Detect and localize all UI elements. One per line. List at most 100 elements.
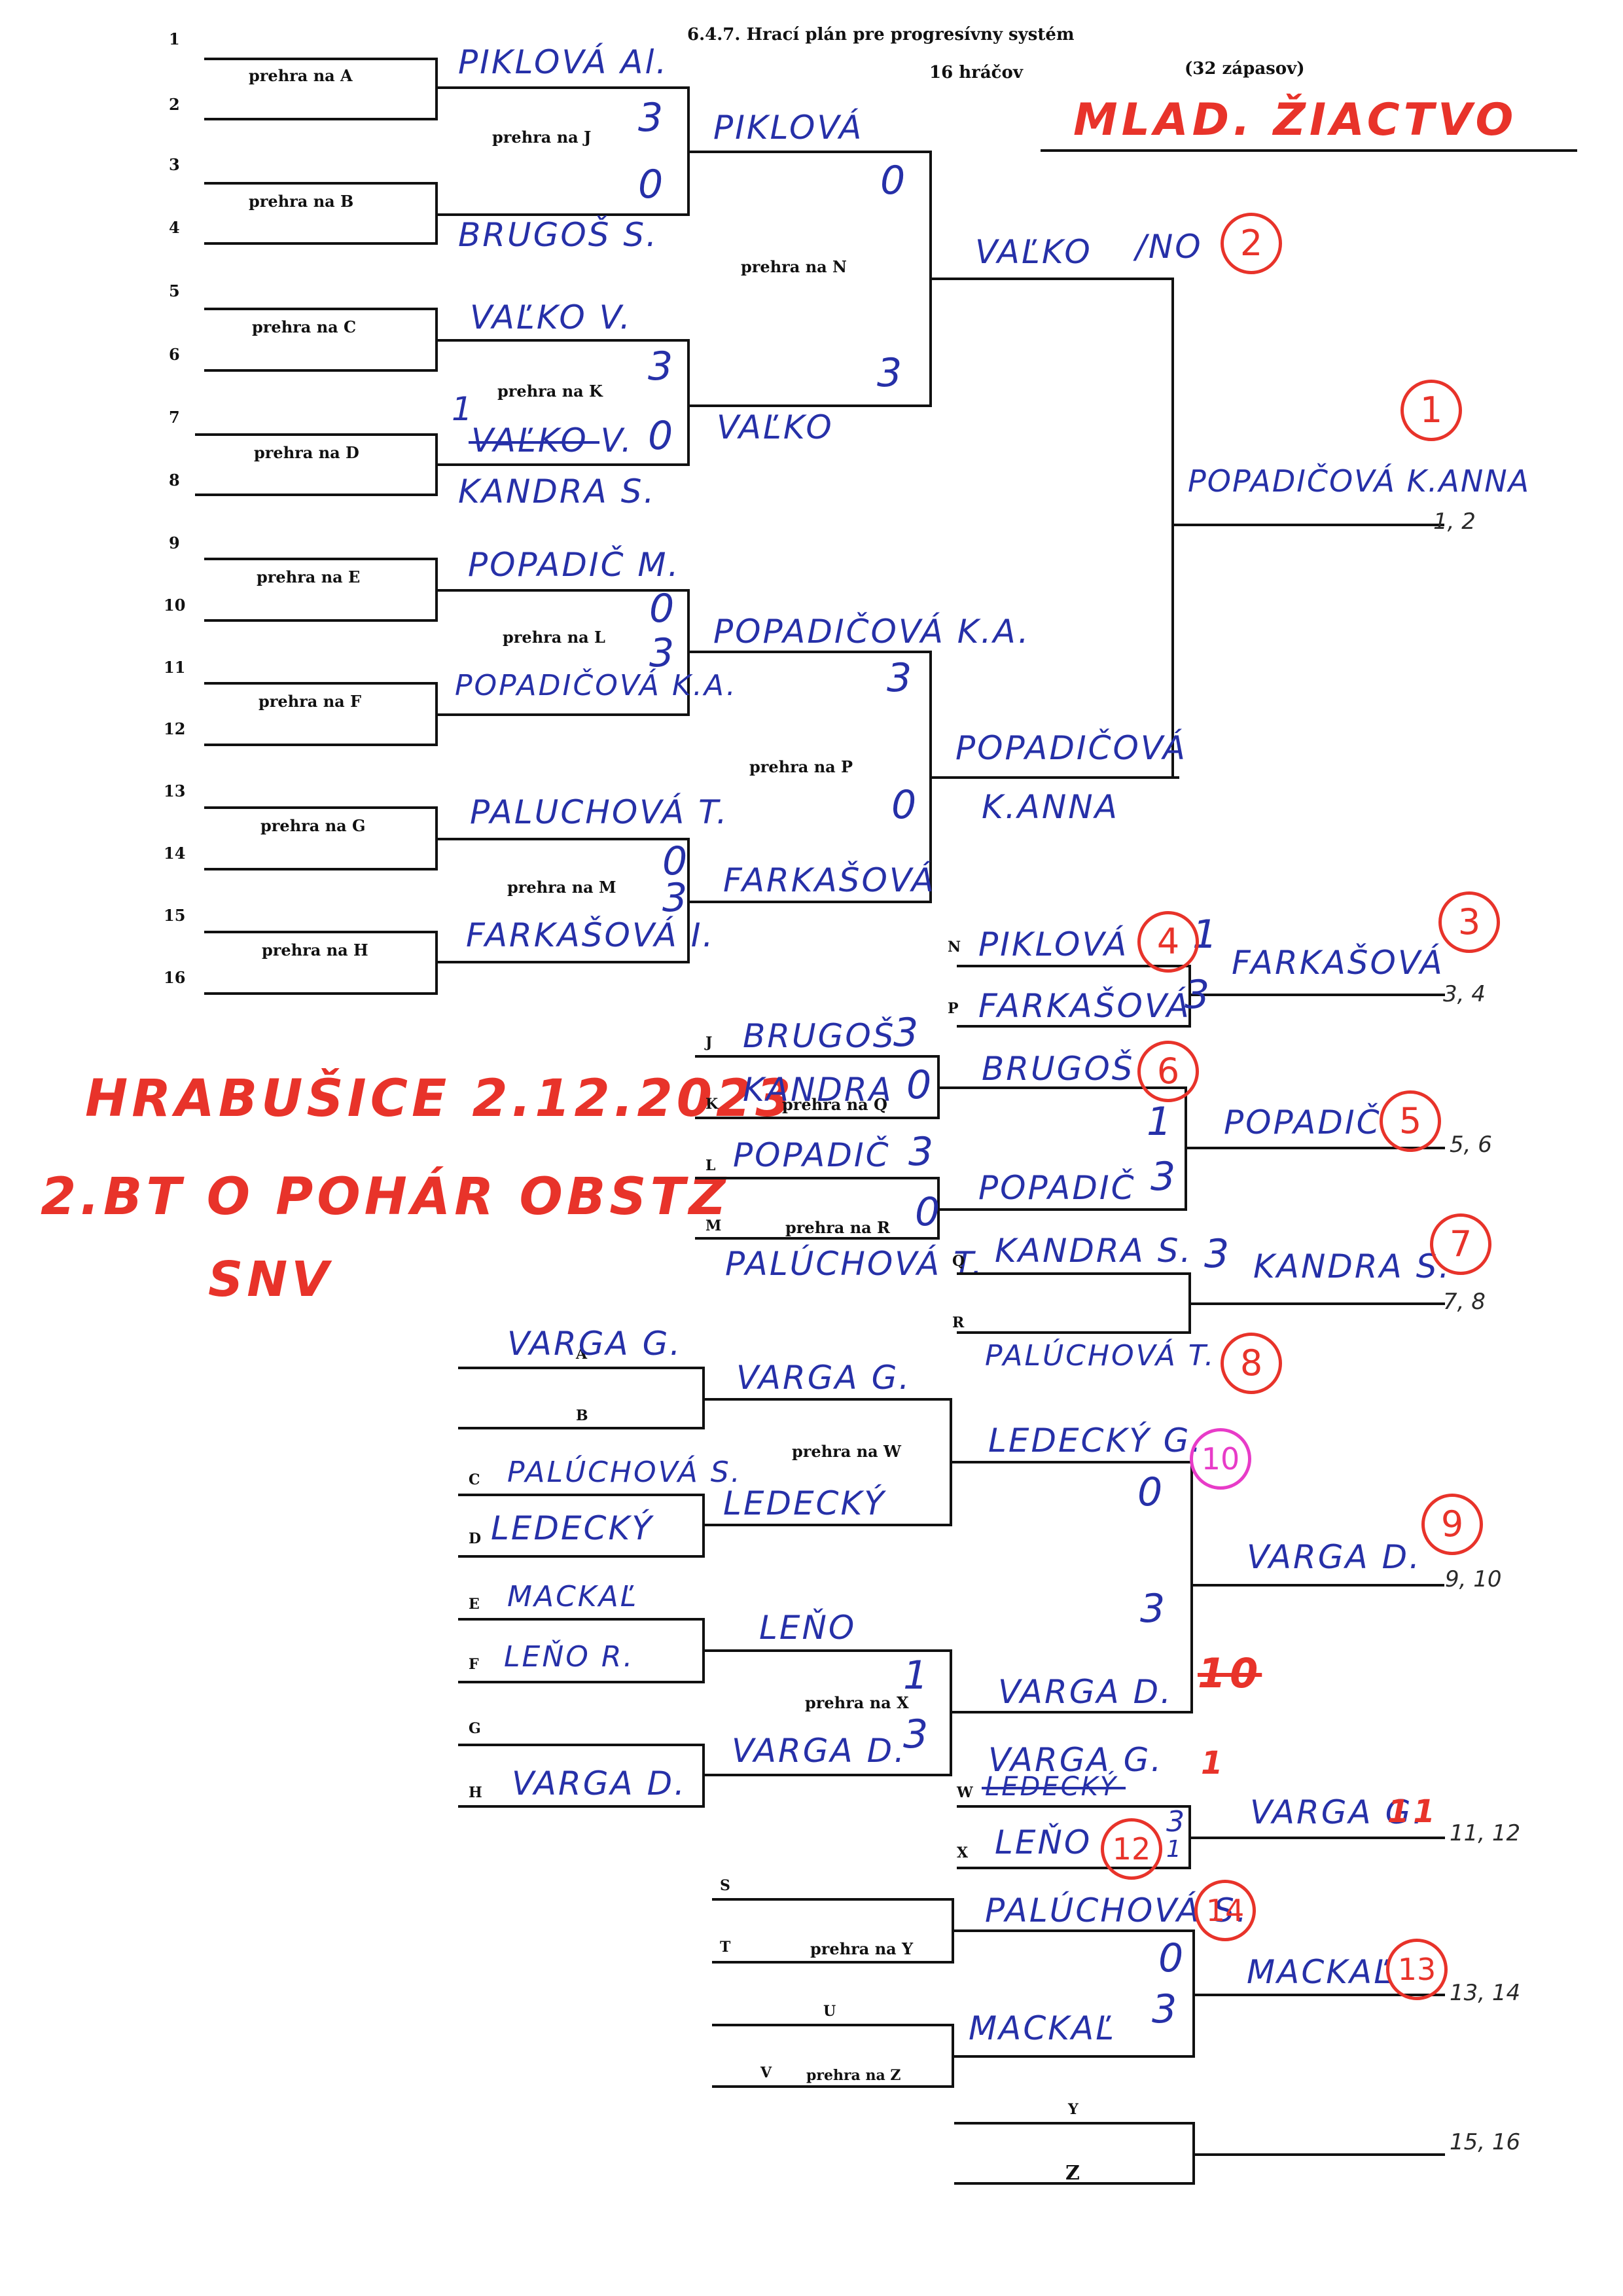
bracket-line xyxy=(704,1649,951,1652)
player-name: FARKAŠOVÁ xyxy=(723,861,936,899)
bracket-line xyxy=(951,1711,1192,1713)
score: 1 xyxy=(903,1653,931,1698)
round3-box: prehra na N xyxy=(741,257,847,276)
bracket-line xyxy=(1173,524,1444,526)
bracket-letter: Z xyxy=(1065,2162,1080,2185)
bracket-line xyxy=(704,1774,951,1776)
place-circle: 8 xyxy=(1221,1333,1282,1394)
bracket-line xyxy=(931,776,1179,779)
score: 3 xyxy=(893,1010,921,1056)
player-name: PIKLOVÁ xyxy=(978,925,1129,963)
player-name: BRUGOŠ xyxy=(982,1050,1135,1088)
score: 0 xyxy=(880,158,908,204)
slot-number: 6 xyxy=(169,345,180,364)
slot-number: 2 xyxy=(169,95,180,114)
losers-box: prehra na Z xyxy=(806,2067,901,2084)
player-name: FARKAŠOVÁ I. xyxy=(466,916,715,954)
bracket-line xyxy=(938,1208,1186,1211)
slot-number: 9 xyxy=(169,533,180,552)
score: 3 xyxy=(649,630,677,676)
crossed-place: 10 xyxy=(1198,1649,1262,1697)
player-name: PALÚCHOVÁ S. xyxy=(507,1456,742,1489)
bracket-line xyxy=(957,965,1190,967)
player-name: POPADIČOVÁ K.A. xyxy=(713,613,1031,651)
slot-number: 13 xyxy=(164,781,186,800)
places-label: 3, 4 xyxy=(1443,981,1486,1007)
slot-number: 5 xyxy=(169,281,180,300)
player-name: PALÚCHOVÁ T. xyxy=(725,1245,984,1283)
player-name: MACKAĽ xyxy=(969,2009,1116,2047)
bracket-letter: X xyxy=(957,1844,969,1861)
bracket-letter: U xyxy=(823,2003,836,2020)
bracket-line xyxy=(204,242,437,245)
bracket-line xyxy=(688,151,931,153)
player-name: KANDRA xyxy=(743,1071,893,1109)
bracket-line xyxy=(688,651,931,653)
event-place-date: HRABUŠICE 2.12.2023 xyxy=(85,1069,795,1128)
player-name: POPADIČOVÁ xyxy=(955,729,1187,767)
place-circle: 2 xyxy=(1221,213,1282,274)
player-name: VARGA G. xyxy=(736,1359,912,1397)
tick-mark: 1 xyxy=(1201,1745,1227,1782)
bracket-letter: R xyxy=(952,1314,965,1331)
bracket-line xyxy=(695,1237,938,1240)
score: 3 xyxy=(1166,1805,1186,1839)
player-name: K.ANNA xyxy=(982,788,1119,826)
score: 0 xyxy=(906,1062,934,1108)
player-name: VARGA D. xyxy=(732,1732,906,1770)
slot-number: 14 xyxy=(164,844,186,863)
bracket-line xyxy=(204,308,437,310)
round2-box: prehra na L xyxy=(503,628,605,647)
round1-box: prehra na A xyxy=(249,66,353,85)
place-circle: 10 xyxy=(1190,1428,1251,1490)
slot-number: 3 xyxy=(169,155,180,174)
bracket-line xyxy=(458,1805,704,1808)
round1-box: prehra na G xyxy=(260,816,366,835)
score: 3 xyxy=(1204,1231,1232,1277)
score: 3 xyxy=(903,1712,931,1757)
bracket-line xyxy=(437,213,688,216)
bracket-line xyxy=(1192,1584,1444,1587)
places-label: 1, 2 xyxy=(1433,509,1476,535)
bracket-line xyxy=(957,1331,1190,1334)
bracket-line xyxy=(712,1898,953,1901)
bracket-line xyxy=(938,1086,1186,1089)
bracket-line xyxy=(688,901,931,903)
score: 0 xyxy=(648,413,675,459)
round1-box: prehra na B xyxy=(249,192,354,211)
players-count: 16 hráčov xyxy=(929,63,1023,82)
losers-box: prehra na X xyxy=(805,1693,909,1712)
round1-box: prehra na E xyxy=(257,567,361,586)
bracket-line xyxy=(712,2024,953,2026)
round1-box: prehra na D xyxy=(254,443,359,462)
player-name: KANDRA S. xyxy=(1253,1247,1452,1285)
place-circle: 3 xyxy=(1438,891,1500,953)
final-winner: POPADIČOVÁ K.ANNA xyxy=(1188,463,1531,499)
correction-mark: 1 xyxy=(452,390,474,428)
bracket-line xyxy=(954,2182,1194,2185)
strikethrough xyxy=(469,441,599,444)
round1-box: prehra na H xyxy=(262,941,368,960)
bracket-line xyxy=(953,2055,1194,2058)
event-district: SNV xyxy=(208,1251,333,1308)
bracket-line xyxy=(695,1055,938,1058)
bracket-line xyxy=(688,404,931,407)
slot-number: 12 xyxy=(164,719,186,738)
places-label: 11, 12 xyxy=(1450,1820,1521,1846)
score: 1 xyxy=(1166,1836,1183,1863)
scribble-mark: /NO xyxy=(1135,228,1203,266)
bracket-letter: P xyxy=(948,1000,959,1017)
bracket-line xyxy=(458,1618,704,1621)
bracket-line xyxy=(435,58,438,120)
bracket-line xyxy=(437,713,688,716)
bracket-letter: A xyxy=(576,1346,588,1363)
bracket-line xyxy=(437,838,688,840)
slot-number: 10 xyxy=(164,596,186,615)
score: 0 xyxy=(662,838,690,884)
round2-box: prehra na J xyxy=(492,128,592,147)
player-name: VAĽKO xyxy=(975,233,1092,271)
bracket-line xyxy=(953,1929,1194,1932)
slot-number: 1 xyxy=(169,29,180,48)
player-name: FARKAŠOVÁ xyxy=(1232,944,1444,982)
